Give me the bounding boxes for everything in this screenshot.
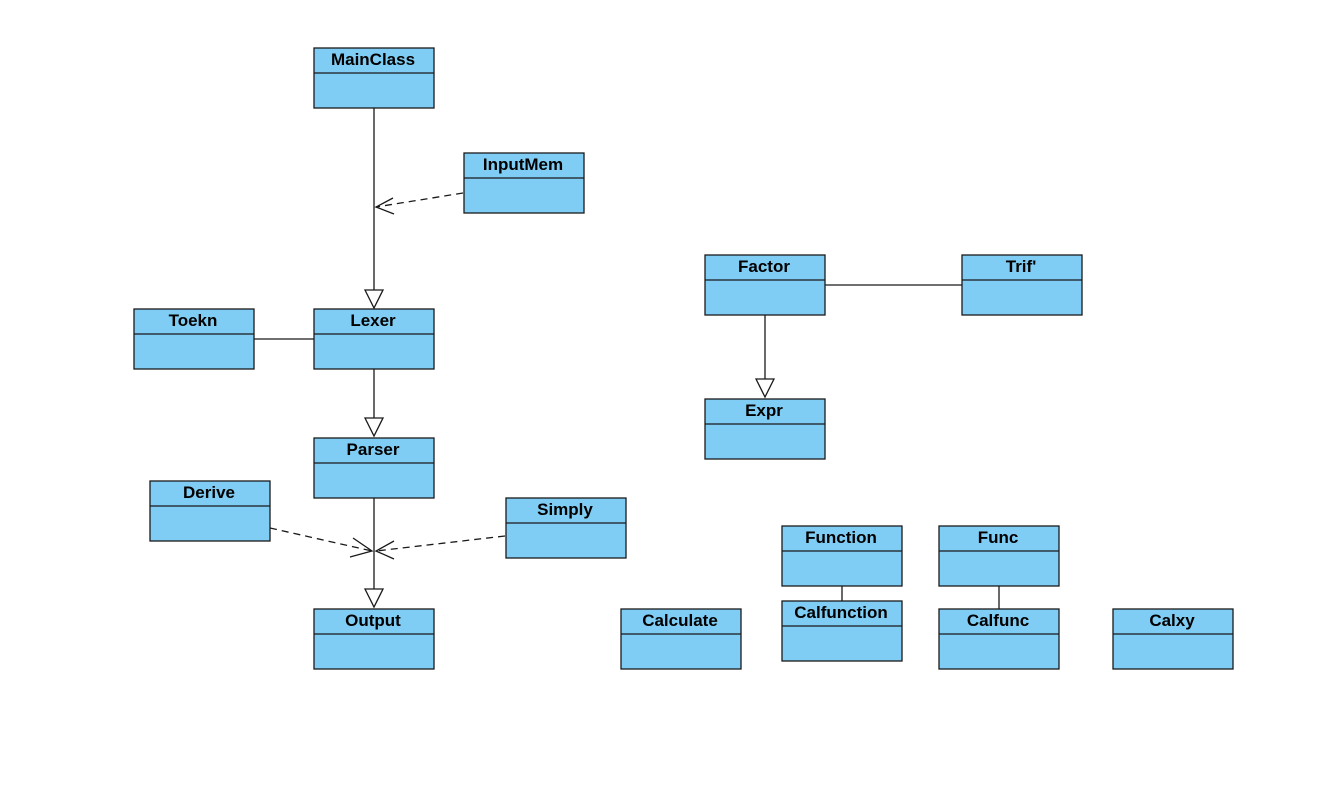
class-trif[interactable]: Trif' [961,254,1083,316]
class-calxy[interactable]: Calxy [1112,608,1234,670]
class-calfunc[interactable]: Calfunc [938,608,1060,670]
class-inputmem[interactable]: InputMem [463,152,585,214]
class-name-calfunction: Calfunction [794,603,888,622]
class-name-trif: Trif' [1006,257,1037,276]
class-parser[interactable]: Parser [313,437,435,499]
edge-inputmem-dependency [374,192,464,215]
class-func[interactable]: Func [938,525,1060,587]
class-derive[interactable]: Derive [149,480,271,542]
class-name-output: Output [345,611,401,630]
edge-derive-dependency [269,527,374,558]
class-name-mainclass: MainClass [331,50,415,69]
class-calculate[interactable]: Calculate [620,608,742,670]
class-name-calculate: Calculate [642,611,718,630]
class-name-toekn: Toekn [169,311,218,330]
class-name-lexer: Lexer [350,311,396,330]
edge-parser-output [363,498,385,609]
class-lexer[interactable]: Lexer [313,308,435,370]
class-name-calfunc: Calfunc [967,611,1029,630]
class-name-inputmem: InputMem [483,155,563,174]
class-output[interactable]: Output [313,608,435,670]
edge-factor-expr [754,315,776,399]
edge-simply-dependency [374,535,506,560]
class-name-derive: Derive [183,483,235,502]
class-name-expr: Expr [745,401,783,420]
class-name-func: Func [978,528,1019,547]
class-function[interactable]: Function [781,525,903,587]
edge-lexer-parser [363,369,385,438]
class-name-factor: Factor [738,257,790,276]
class-toekn[interactable]: Toekn [133,308,255,370]
edge-mainclass-lexer [363,108,385,310]
class-factor[interactable]: Factor [704,254,826,316]
class-calfunction[interactable]: Calfunction [781,600,903,662]
class-mainclass[interactable]: MainClass [313,47,435,109]
class-name-calxy: Calxy [1149,611,1195,630]
class-simply[interactable]: Simply [505,497,627,559]
class-name-simply: Simply [537,500,593,519]
class-expr[interactable]: Expr [704,398,826,460]
class-name-function: Function [805,528,877,547]
class-name-parser: Parser [347,440,400,459]
